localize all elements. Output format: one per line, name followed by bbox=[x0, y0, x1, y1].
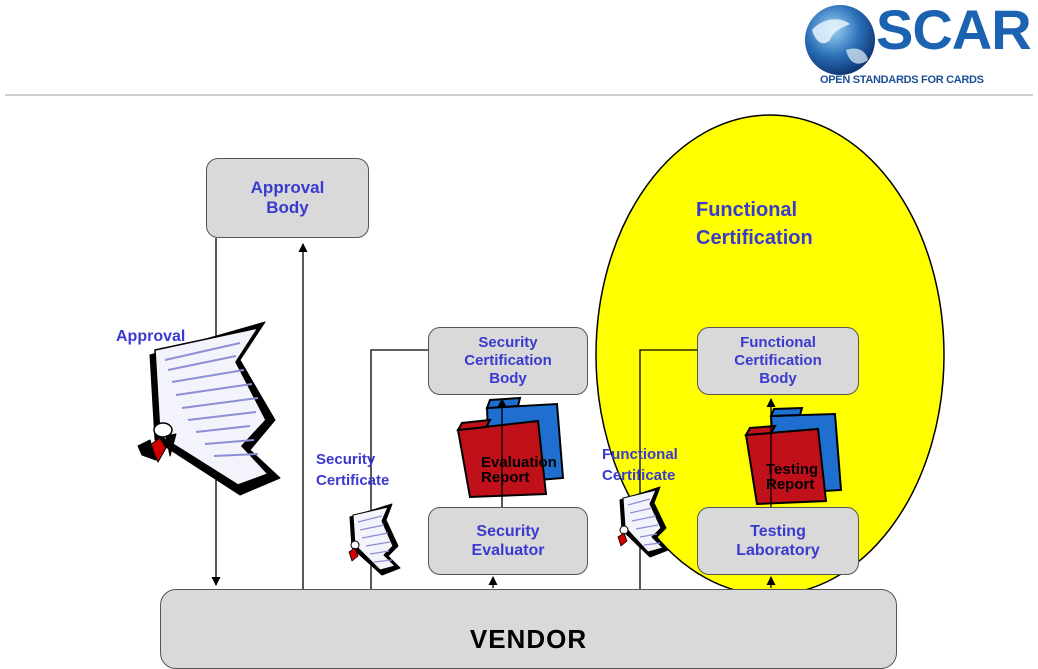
functional-certificate-line2: Certificate bbox=[602, 467, 676, 485]
logo-wordmark: SCAR bbox=[876, 0, 1032, 61]
security-certificate-label: Security Certificate bbox=[316, 451, 389, 491]
testing-report-label: Testing Report bbox=[766, 462, 818, 492]
testing-laboratory-box: Testing Laboratory bbox=[697, 507, 859, 575]
evaluation-report-label: Evaluation Report bbox=[481, 455, 557, 485]
security-evaluator-line1: Security bbox=[476, 522, 540, 540]
region-label-line1: Functional bbox=[696, 199, 798, 221]
vendor-box: VENDOR bbox=[160, 589, 897, 669]
functional-certification-label: Functional Certification bbox=[696, 198, 813, 251]
testing-report-line1: Testing bbox=[766, 461, 819, 478]
security-certification-body-box: Security Certification Body bbox=[428, 327, 588, 395]
vendor-label: VENDOR bbox=[469, 624, 588, 654]
security-certificate-line1: Security bbox=[316, 451, 376, 468]
functional-certification-body-box: Functional Certification Body bbox=[697, 327, 859, 395]
functional-certificate-icon bbox=[617, 486, 669, 558]
evaluation-report-line1: Evaluation bbox=[481, 454, 557, 471]
functional-certificate-label: Functional Certificate bbox=[602, 446, 678, 486]
approval-body-box: Approval Body bbox=[206, 158, 369, 238]
security-certificate-line2: Certificate bbox=[316, 472, 390, 490]
functional-certificate-line1: Functional bbox=[602, 446, 678, 463]
logo-tagline: OPEN STANDARDS FOR CARDS bbox=[820, 74, 984, 86]
security-evaluator-box: Security Evaluator bbox=[428, 507, 588, 575]
approval-document-label: Approval bbox=[116, 328, 186, 345]
testing-laboratory-line1: Testing bbox=[750, 522, 806, 540]
testing-report-folder-icon bbox=[744, 406, 843, 506]
security-certificate-icon bbox=[348, 503, 401, 576]
approval-body-line2: Body bbox=[266, 198, 309, 217]
oscar-globe-icon bbox=[805, 5, 875, 75]
testing-laboratory-line2: Laboratory bbox=[736, 542, 820, 559]
functional-cert-body-line1: Functional bbox=[740, 334, 816, 351]
approval-certificate-icon bbox=[137, 321, 281, 496]
oscar-logo: SCAR OPEN STANDARDS FOR CARDS bbox=[800, 0, 1032, 92]
functional-cert-body-line2: Certification bbox=[734, 352, 822, 369]
functional-cert-body-line3: Body bbox=[759, 370, 797, 387]
approval-body-line1: Approval bbox=[250, 177, 325, 197]
security-cert-body-line1: Security bbox=[478, 334, 538, 351]
security-cert-body-line2: Certification bbox=[464, 352, 552, 369]
evaluation-report-line2: Report bbox=[481, 469, 530, 486]
testing-report-line2: Report bbox=[766, 476, 815, 493]
security-cert-body-line3: Body bbox=[489, 370, 527, 387]
region-label-line2: Certification bbox=[696, 227, 813, 250]
security-evaluator-line2: Evaluator bbox=[471, 542, 545, 559]
